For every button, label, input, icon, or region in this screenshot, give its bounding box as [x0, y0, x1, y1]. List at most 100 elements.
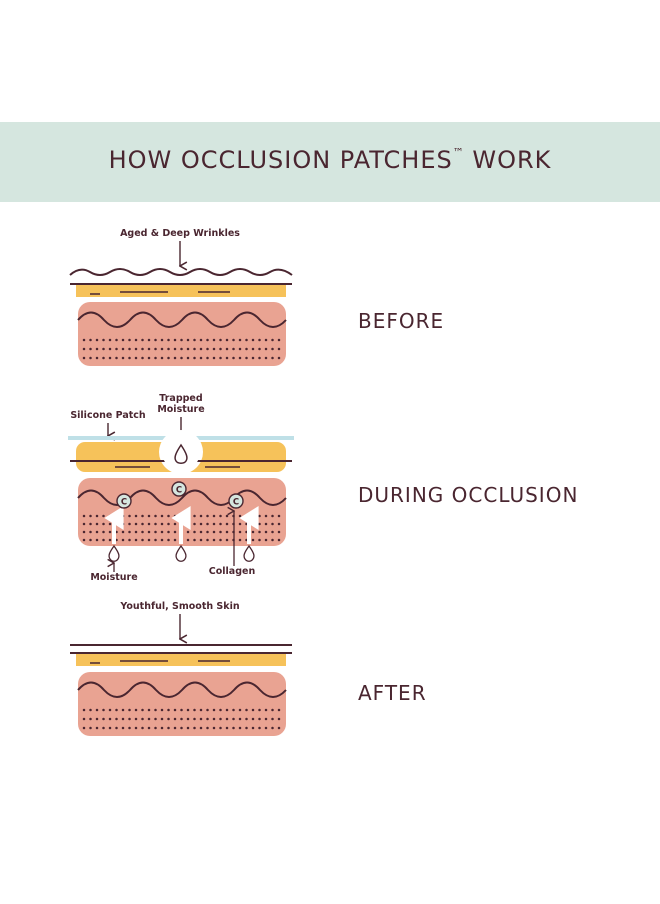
dermis-dot-pattern: [82, 338, 281, 360]
dermis-dot: [180, 356, 183, 360]
dermis-dot: [258, 347, 261, 351]
dermis-dot: [89, 356, 92, 360]
dermis-dot: [128, 530, 131, 534]
dermis-dot: [134, 338, 138, 342]
dermis-dot: [238, 522, 242, 526]
dermis-dot: [95, 530, 99, 534]
dermis-dot: [134, 726, 138, 730]
epidermis-layer: [76, 285, 286, 297]
dermis-dot: [232, 356, 235, 360]
dermis-dot: [160, 338, 164, 342]
annotation-aged-wrinkles: Aged & Deep Wrinkles: [120, 228, 240, 239]
dermis-dot: [121, 514, 125, 518]
dermis-dot: [277, 338, 281, 342]
dermis-dot: [225, 726, 229, 730]
dermis-dot: [167, 356, 170, 360]
dermis-dot: [206, 726, 209, 730]
dermis-dot: [141, 708, 144, 712]
dermis-dot: [95, 717, 99, 721]
dermis-dot: [186, 538, 190, 542]
dermis-dot: [193, 514, 196, 518]
dermis-dot: [108, 530, 112, 534]
dermis-dot: [121, 338, 125, 342]
dermis-dot: [180, 708, 183, 712]
dermis-dot: [232, 726, 235, 730]
dermis-dot: [238, 726, 242, 730]
dermis-dot: [232, 717, 235, 721]
dermis-dot: [225, 347, 229, 351]
dermis-dot: [238, 514, 242, 518]
dermis-dot: [128, 538, 131, 542]
dermis-dot: [89, 530, 92, 534]
dermis-dot: [180, 726, 183, 730]
dermis-dot: [108, 522, 112, 526]
dermis-dot: [264, 338, 268, 342]
dermis-dot: [251, 338, 255, 342]
dermis-dot: [193, 717, 196, 721]
dermis-dot: [154, 338, 157, 342]
dermis-dot: [154, 717, 157, 721]
dermis-dot-pattern: [82, 708, 281, 730]
collagen-marker: C: [228, 493, 244, 509]
dermis-dot: [95, 538, 99, 542]
dermis-dot: [251, 514, 255, 518]
dermis-dot: [245, 338, 248, 342]
dermis-dot: [277, 717, 281, 721]
dermis-dot: [199, 338, 203, 342]
dermis-dot: [141, 717, 144, 721]
dermis-dot: [147, 522, 151, 526]
page-title: HOW OCCLUSION PATCHES™ WORK: [0, 146, 660, 174]
dermis-dot: [180, 514, 183, 518]
dermis-dot: [115, 338, 118, 342]
annotation-trapped: Trapped: [159, 393, 202, 404]
dermis-dot: [102, 356, 105, 360]
dermis-dot: [95, 726, 99, 730]
dermis-dot: [128, 338, 131, 342]
dermis-dot: [173, 347, 177, 351]
dermis-dot: [225, 514, 229, 518]
dermis-dot: [95, 514, 99, 518]
dermis-dot: [147, 347, 151, 351]
dermis-dot: [141, 514, 144, 518]
dermis-dot: [141, 522, 144, 526]
dermis-dot: [89, 347, 92, 351]
dermis-dot: [82, 708, 86, 712]
dermis-dot: [219, 717, 222, 721]
dermis-dot: [258, 726, 261, 730]
dermis-dot: [160, 726, 164, 730]
dermis-dot: [219, 347, 222, 351]
dermis-dot: [115, 717, 118, 721]
dermis-dot: [193, 522, 196, 526]
epidermis-layer: [76, 654, 286, 666]
dermis-dot: [251, 356, 255, 360]
dermis-dot: [212, 708, 216, 712]
surface-wrinkle-line: [69, 268, 293, 276]
dermis-dot: [199, 522, 203, 526]
dermis-dot: [121, 530, 125, 534]
stage-label-during-occlusion: DURING OCCLUSION: [358, 483, 579, 507]
dermis-wave-line: [77, 489, 287, 506]
dermis-dot: [264, 708, 268, 712]
dermis-dot: [82, 717, 86, 721]
dermis-dot: [225, 356, 229, 360]
dermis-dot: [134, 347, 138, 351]
dermis-dot: [277, 726, 281, 730]
dermis-dot: [193, 356, 196, 360]
moisture-drop-icon: [174, 443, 188, 464]
dermis-dot: [186, 356, 190, 360]
dermis-dot: [258, 514, 261, 518]
dermis-dot: [271, 538, 274, 542]
dermis-dot: [115, 356, 118, 360]
dermis-dot: [147, 538, 151, 542]
trademark-symbol: ™: [452, 146, 464, 159]
dermis-dot: [206, 347, 209, 351]
dermis-dot: [167, 514, 170, 518]
dermis-dot: [264, 522, 268, 526]
dermis-dot: [251, 522, 255, 526]
dermis-dot: [251, 726, 255, 730]
dermis-dot: [277, 538, 281, 542]
dermis-dot: [206, 522, 209, 526]
dermis-dot: [251, 347, 255, 351]
dermis-dot: [271, 726, 274, 730]
